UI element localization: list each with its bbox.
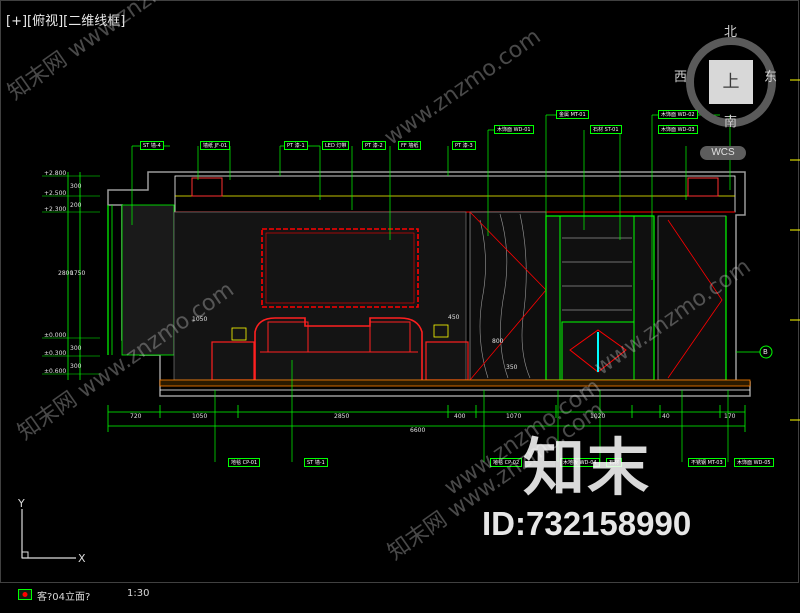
material-tag[interactable]: ST 墙-1 <box>304 458 328 467</box>
annotation-scale[interactable]: 1:30 <box>127 588 150 599</box>
left-wall-hatch <box>121 204 175 356</box>
viewcube[interactable]: 上 北 南 西 东 <box>674 25 786 137</box>
dim-text: 40 <box>662 413 670 420</box>
material-tag[interactable]: PT 漆-3 <box>452 141 476 150</box>
door-diamond <box>667 219 723 379</box>
dim-text: 800 <box>492 338 504 345</box>
ucs-x-label: X <box>78 552 86 565</box>
leaders-bottom <box>214 360 729 462</box>
leaders-top <box>131 114 731 300</box>
dim-ticks <box>107 405 746 432</box>
sofa <box>254 317 423 380</box>
material-tag[interactable]: 木饰面 WD-02 <box>658 110 698 119</box>
viewcube-top-face[interactable]: 上 <box>709 60 753 104</box>
wcs-menu-button[interactable]: WCS <box>700 146 746 160</box>
command-prompt-text: 客?04立面? <box>37 592 91 603</box>
level-lines <box>42 175 100 375</box>
dim-text: 300 <box>70 363 82 370</box>
material-tag[interactable]: 石材 <box>606 458 623 467</box>
wood-grain-1 <box>479 213 531 379</box>
watermark-id: ID:732158990 <box>482 505 692 542</box>
compass-north[interactable]: 北 <box>724 25 738 40</box>
ucs-y-label: Y <box>17 497 25 510</box>
level-label: +2.800 <box>44 170 67 177</box>
material-tag[interactable]: 金属 MT-01 <box>556 110 589 119</box>
material-tag[interactable]: FF 墙纸 <box>398 141 422 150</box>
tv-inner <box>265 232 415 304</box>
dim-text: 200 <box>70 202 82 209</box>
level-label: +2.500 <box>44 190 67 197</box>
material-tag[interactable]: PT 漆-1 <box>284 141 308 150</box>
command-line-bar[interactable] <box>0 585 800 613</box>
material-tag[interactable]: 地毯 CP-02 <box>490 458 523 467</box>
material-tag[interactable]: 木饰面 WD-05 <box>734 458 774 467</box>
ceiling-profile-right <box>687 177 719 197</box>
watermark-brand: 知末 <box>523 431 652 504</box>
compass-ring[interactable] <box>686 37 776 127</box>
compass-west[interactable]: 西 <box>674 70 688 85</box>
material-tag[interactable]: 不锈钢 MT-03 <box>688 458 726 467</box>
ceiling-profile-left <box>191 177 223 197</box>
material-tag[interactable]: 地毯 CP-01 <box>228 458 261 467</box>
material-tag[interactable]: 木地板 WD-04 <box>560 458 600 467</box>
ucs-icon[interactable]: Y X <box>12 495 92 570</box>
viewport-border <box>0 0 799 583</box>
ceiling-band <box>174 175 736 213</box>
dim-text: 1750 <box>70 270 86 277</box>
dim-text: 300 <box>70 345 82 352</box>
cabinet-diamond <box>569 329 627 373</box>
material-tag[interactable]: ST 墙-4 <box>140 141 164 150</box>
material-tag[interactable]: LED 灯带 <box>322 141 350 150</box>
dim-total: 6600 <box>410 427 426 434</box>
dim-text: 1070 <box>506 413 522 420</box>
door-panel <box>657 215 727 381</box>
tv-frame <box>261 228 419 308</box>
compass-south[interactable]: 南 <box>724 115 738 130</box>
level-label: ±0.300 <box>44 350 67 357</box>
dim-text: 1020 <box>590 413 606 420</box>
dim-text: 1050 <box>192 413 208 420</box>
material-tag[interactable]: PT 漆-2 <box>362 141 386 150</box>
dim-text: 170 <box>724 413 736 420</box>
dim-text: 300 <box>70 183 82 190</box>
dim-text: 350 <box>506 364 518 371</box>
material-tag[interactable]: 墙纸 JF-01 <box>200 141 231 150</box>
section-marker-label: B <box>763 348 768 356</box>
material-tag[interactable]: 木饰面 WD-03 <box>658 125 698 134</box>
level-label: ±0.600 <box>44 368 67 375</box>
wood-panel-1 <box>469 211 547 381</box>
dim-text: 2800 <box>58 270 74 277</box>
right-edge-marks <box>790 79 800 421</box>
level-label: +2.300 <box>44 206 67 213</box>
floor-strip <box>159 379 751 387</box>
level-label: ±0.000 <box>44 332 67 339</box>
warning-icon <box>18 589 32 600</box>
dim-text: 450 <box>448 314 460 321</box>
compass-east[interactable]: 东 <box>764 70 778 85</box>
lamp-right <box>433 324 449 338</box>
dim-text: 400 <box>454 413 466 420</box>
dim-text: 720 <box>130 413 142 420</box>
viewport-controls-label[interactable]: [+][俯视][二维线框] <box>6 14 126 29</box>
lamp-left <box>231 327 247 341</box>
material-tag[interactable]: 木饰面 WD-01 <box>494 125 534 134</box>
dim-text: 1050 <box>192 316 208 323</box>
material-tag[interactable]: 石材 ST-01 <box>590 125 622 134</box>
dim-text: 2850 <box>334 413 350 420</box>
